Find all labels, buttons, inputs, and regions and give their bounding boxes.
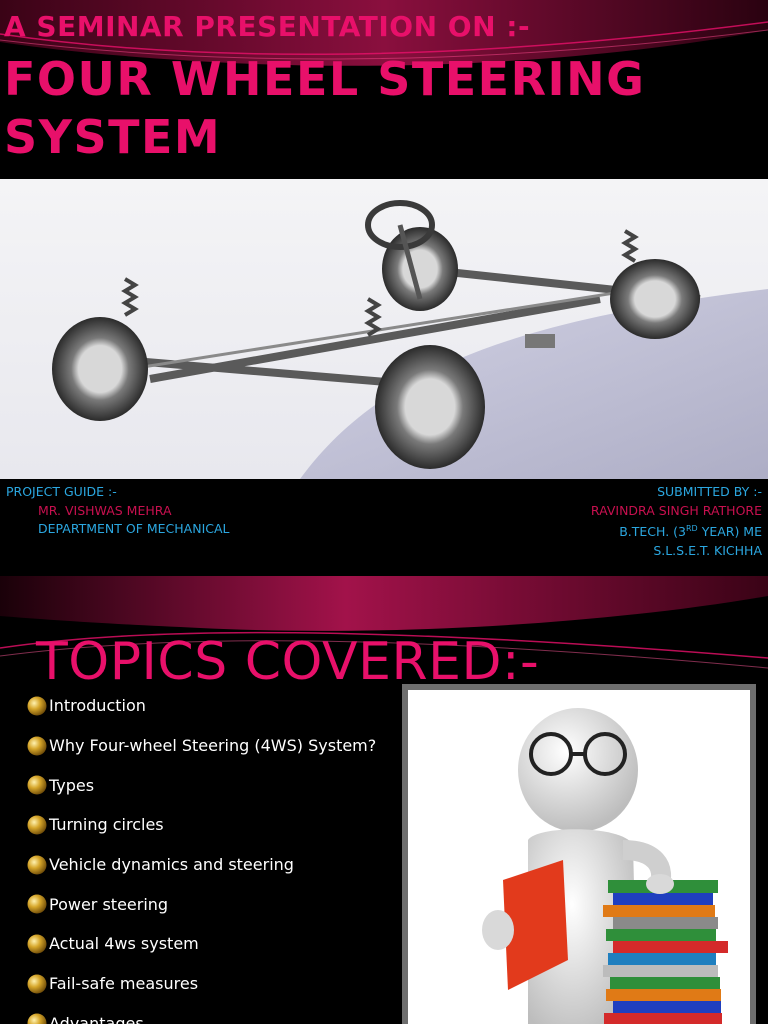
gold-ball-bullet-icon [27,696,47,716]
illustration-frame [402,684,756,1024]
topic-item: Advantages [26,1004,376,1024]
topic-label: Advantages [49,1013,144,1024]
submitted-by-block: SUBMITTED BY :- RAVINDRA SINGH RATHORE B… [591,483,762,560]
chassis-steering-illustration [0,179,768,479]
project-guide-block: PROJECT GUIDE :- MR. VISHWAS MEHRA DEPAR… [6,483,230,539]
gold-ball-bullet-icon [27,855,47,875]
topics-title: TOPICS COVERED:- [36,632,540,692]
seminar-subtitle: A SEMINAR PRESENTATION ON :- [4,10,531,43]
gold-ball-bullet-icon [27,894,47,914]
gold-ball-bullet-icon [27,815,47,835]
topic-item: Actual 4ws system [26,924,376,964]
student-course: B.TECH. (3RD YEAR) ME [619,524,762,540]
project-guide-label: PROJECT GUIDE :- [6,484,117,499]
topic-label: Why Four-wheel Steering (4WS) System? [49,736,377,756]
gold-ball-bullet-icon [27,934,47,954]
person-with-books-illustration [482,708,728,1024]
topic-item: Vehicle dynamics and steering [26,845,376,885]
magenta-swoosh-decoration [0,0,768,66]
presentation-title: FOUR WHEEL STEERING SYSTEM [4,52,646,164]
topic-label: Fail-safe measures [49,974,199,994]
topic-item: Why Four-wheel Steering (4WS) System? [26,726,376,766]
topic-label: Power steering [49,894,169,914]
topic-item: Power steering [26,884,376,924]
guide-name: MR. VISHWAS MEHRA [38,502,172,518]
topic-label: Turning circles [49,815,164,835]
guide-department: DEPARTMENT OF MECHANICAL [38,521,230,536]
title-slide: A SEMINAR PRESENTATION ON :- FOUR WHEEL … [0,0,768,560]
submitted-by-label: SUBMITTED BY :- [657,484,762,499]
topic-label: Introduction [49,696,146,716]
student-name: RAVINDRA SINGH RATHORE [590,502,762,518]
gold-ball-bullet-icon [27,775,47,795]
gold-ball-bullet-icon [27,736,47,756]
topic-label: Types [49,775,95,795]
gold-ball-bullet-icon [27,1013,47,1024]
topic-item: Turning circles [26,805,376,845]
gold-ball-bullet-icon [27,974,47,994]
topic-item: Introduction [26,686,376,726]
topic-label: Actual 4ws system [49,934,199,954]
magenta-swoosh-decoration [0,576,768,669]
student-college: S.L.S.E.T. KICHHA [653,542,762,558]
topic-label: Vehicle dynamics and steering [49,855,294,875]
topic-item: Types [26,765,376,805]
topic-item: Fail-safe measures [26,964,376,1004]
